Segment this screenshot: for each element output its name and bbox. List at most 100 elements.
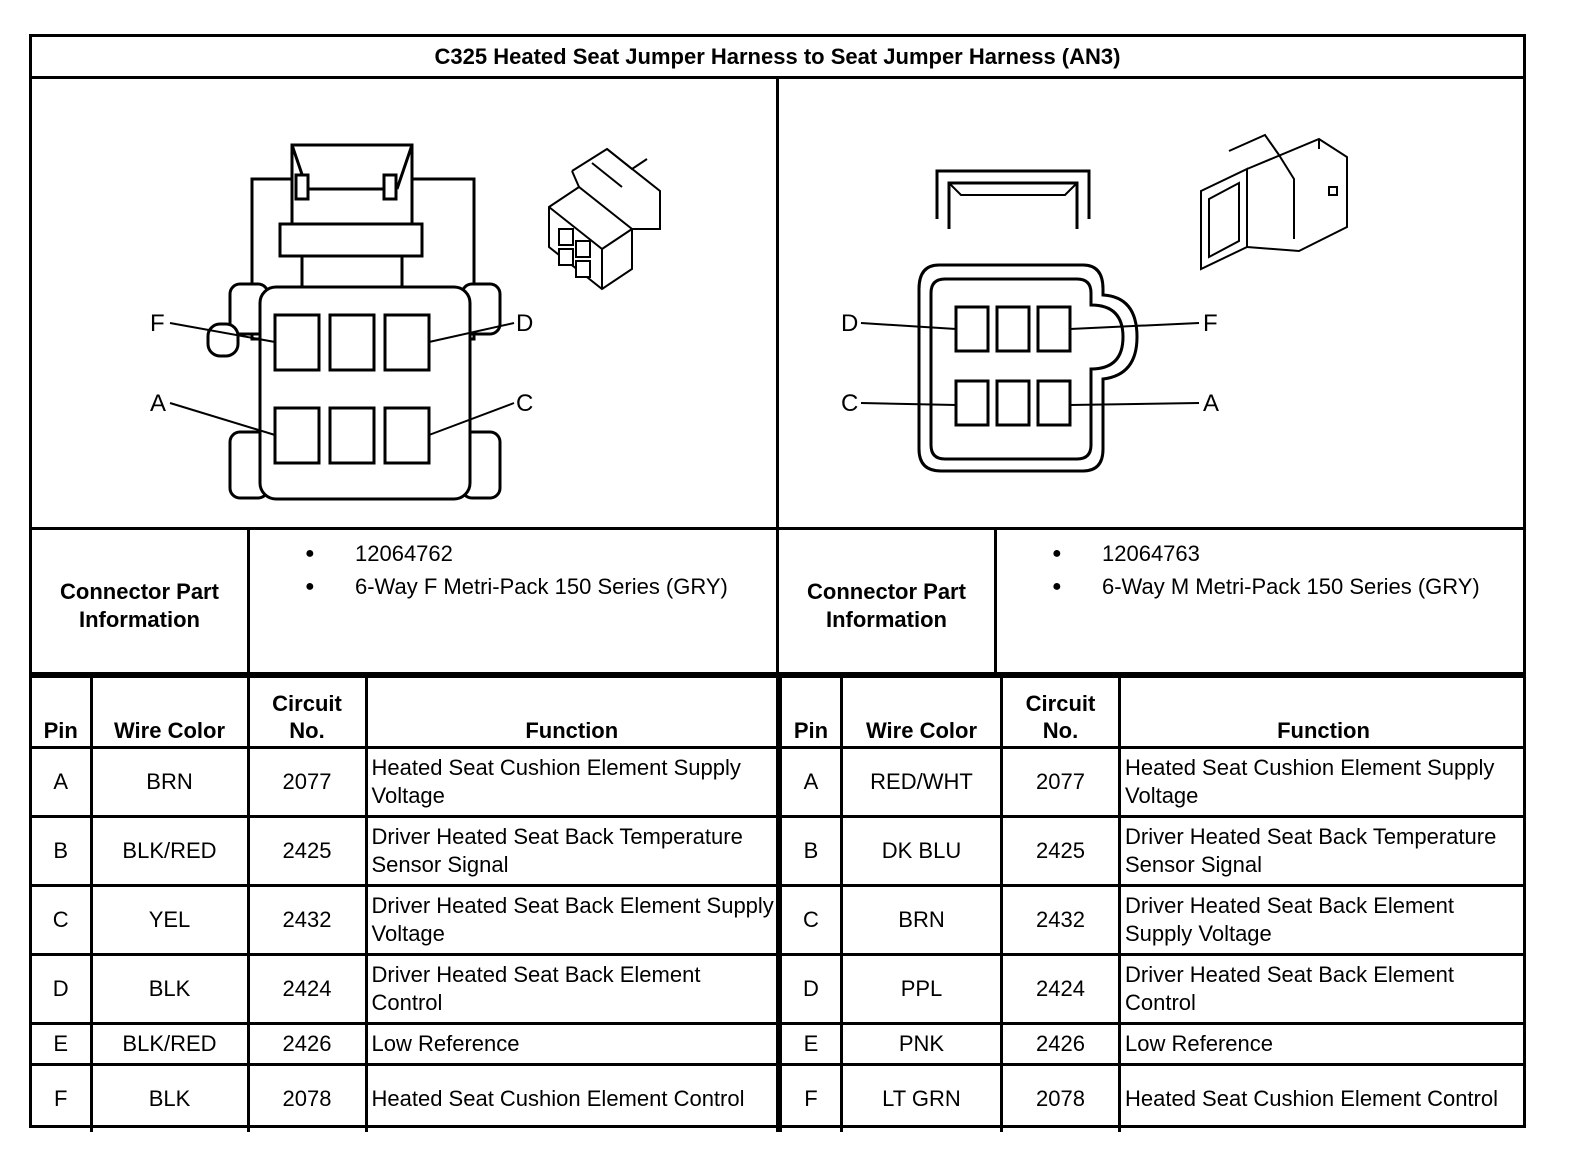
col-header-function: Function (1118, 675, 1526, 749)
table-row: E PNK 2426 Low Reference (779, 1022, 1526, 1066)
col-header-wire-color: Wire Color (840, 675, 1003, 749)
cell-circuit: 2077 (1000, 746, 1121, 818)
bullet-icon: ● (305, 545, 315, 562)
cell-circuit: 2432 (1000, 884, 1121, 956)
cell-circuit: 2078 (246, 1063, 368, 1132)
callout-bottom-right: A (1203, 390, 1219, 417)
cavity-D (383, 313, 431, 372)
cell-circuit: 2424 (246, 953, 368, 1025)
cell-pin: F (779, 1063, 843, 1132)
male-connector-3d-icon (1200, 133, 1348, 271)
cell-wire-color: BLK (89, 953, 250, 1025)
callout-top-left: F (150, 310, 165, 337)
cell-pin: C (32, 884, 93, 956)
cell-function: Driver Heated Seat Back Element Supply V… (364, 884, 779, 956)
cell-function: Low Reference (1118, 1022, 1526, 1066)
table-row: C YEL 2432 Driver Heated Seat Back Eleme… (32, 884, 779, 956)
female-connector-3d-icon (548, 147, 661, 291)
cell-pin: A (779, 746, 843, 818)
cell-pin: B (32, 815, 93, 887)
cell-circuit: 2426 (246, 1022, 368, 1066)
cavity-A (273, 406, 321, 465)
table-row: B BLK/RED 2425 Driver Heated Seat Back T… (32, 815, 779, 887)
page-title: C325 Heated Seat Jumper Harness to Seat … (32, 37, 1523, 79)
table-row: A RED/WHT 2077 Heated Seat Cushion Eleme… (779, 746, 1526, 818)
female-connector-face-diagram: F D A C (150, 143, 661, 501)
cell-pin: F (32, 1063, 93, 1132)
callout-top-right: F (1203, 310, 1218, 337)
cell-pin: E (32, 1022, 93, 1066)
part-info-list: ● 12064762 ● 6-Way F Metri-Pack 150 Seri… (250, 530, 776, 672)
table-row: E BLK/RED 2426 Low Reference (32, 1022, 779, 1066)
cell-pin: E (779, 1022, 843, 1066)
col-header-function: Function (364, 675, 779, 749)
part-number-item: ● 12064762 (305, 541, 453, 566)
bullet-icon: ● (1052, 545, 1062, 562)
table-row: A BRN 2077 Heated Seat Cushion Element S… (32, 746, 779, 818)
part-description-item: ● 6-Way M Metri-Pack 150 Series (GRY) (1052, 574, 1480, 599)
cell-function: Driver Heated Seat Back Temperature Sens… (1118, 815, 1526, 887)
cell-wire-color: BRN (840, 884, 1003, 956)
col-header-pin: Pin (779, 675, 843, 749)
col-header-wire-color: Wire Color (89, 675, 250, 749)
cell-wire-color: BRN (89, 746, 250, 818)
callout-bottom-left: C (841, 390, 858, 417)
cell-function: Driver Heated Seat Back Element Control (1118, 953, 1526, 1025)
female-connector-drawing: F D A C (32, 79, 779, 530)
part-info-list: ● 12064763 ● 6-Way M Metri-Pack 150 Seri… (997, 530, 1526, 672)
cavity-E (995, 305, 1031, 353)
cell-function: Driver Heated Seat Back Element Control (364, 953, 779, 1025)
table-row: F LT GRN 2078 Heated Seat Cushion Elemen… (779, 1063, 1526, 1132)
cell-wire-color: RED/WHT (840, 746, 1003, 818)
cell-circuit: 2432 (246, 884, 368, 956)
cell-wire-color: BLK (89, 1063, 250, 1132)
cavity-F (1036, 305, 1072, 353)
cell-circuit: 2425 (246, 815, 368, 887)
bullet-icon: ● (1052, 578, 1062, 595)
cell-function: Low Reference (364, 1022, 779, 1066)
cell-function: Heated Seat Cushion Element Supply Volta… (1118, 746, 1526, 818)
cavity-A (1036, 379, 1072, 427)
cavity-C (954, 379, 990, 427)
connector-end-view-sheet: C325 Heated Seat Jumper Harness to Seat … (29, 34, 1526, 1132)
cell-wire-color: PPL (840, 953, 1003, 1025)
cell-wire-color: YEL (89, 884, 250, 956)
callout-bottom-right: C (516, 390, 533, 417)
table-row: F BLK 2078 Heated Seat Cushion Element C… (32, 1063, 779, 1132)
table-row: D BLK 2424 Driver Heated Seat Back Eleme… (32, 953, 779, 1025)
table-row: B DK BLU 2425 Driver Heated Seat Back Te… (779, 815, 1526, 887)
callout-top-right: D (516, 310, 533, 337)
cavity-C (383, 406, 431, 465)
part-description-item: ● 6-Way F Metri-Pack 150 Series (GRY) (305, 574, 728, 599)
male-connector-drawing: D F C A (779, 79, 1526, 530)
cell-wire-color: PNK (840, 1022, 1003, 1066)
table-row: C BRN 2432 Driver Heated Seat Back Eleme… (779, 884, 1526, 956)
cavity-E (328, 313, 376, 372)
cavity-D (954, 305, 990, 353)
callout-bottom-left: A (150, 390, 166, 417)
cavity-B (328, 406, 376, 465)
cell-circuit: 2078 (1000, 1063, 1121, 1132)
callout-top-left: D (841, 310, 858, 337)
bullet-icon: ● (305, 578, 315, 595)
cell-wire-color: BLK/RED (89, 1022, 250, 1066)
cell-function: Heated Seat Cushion Element Supply Volta… (364, 746, 779, 818)
col-header-pin: Pin (32, 675, 93, 749)
cell-circuit: 2424 (1000, 953, 1121, 1025)
cell-circuit: 2425 (1000, 815, 1121, 887)
table-row: D PPL 2424 Driver Heated Seat Back Eleme… (779, 953, 1526, 1025)
cell-pin: C (779, 884, 843, 956)
cavity-B (995, 379, 1031, 427)
cavity-F (273, 313, 321, 372)
cell-pin: D (32, 953, 93, 1025)
